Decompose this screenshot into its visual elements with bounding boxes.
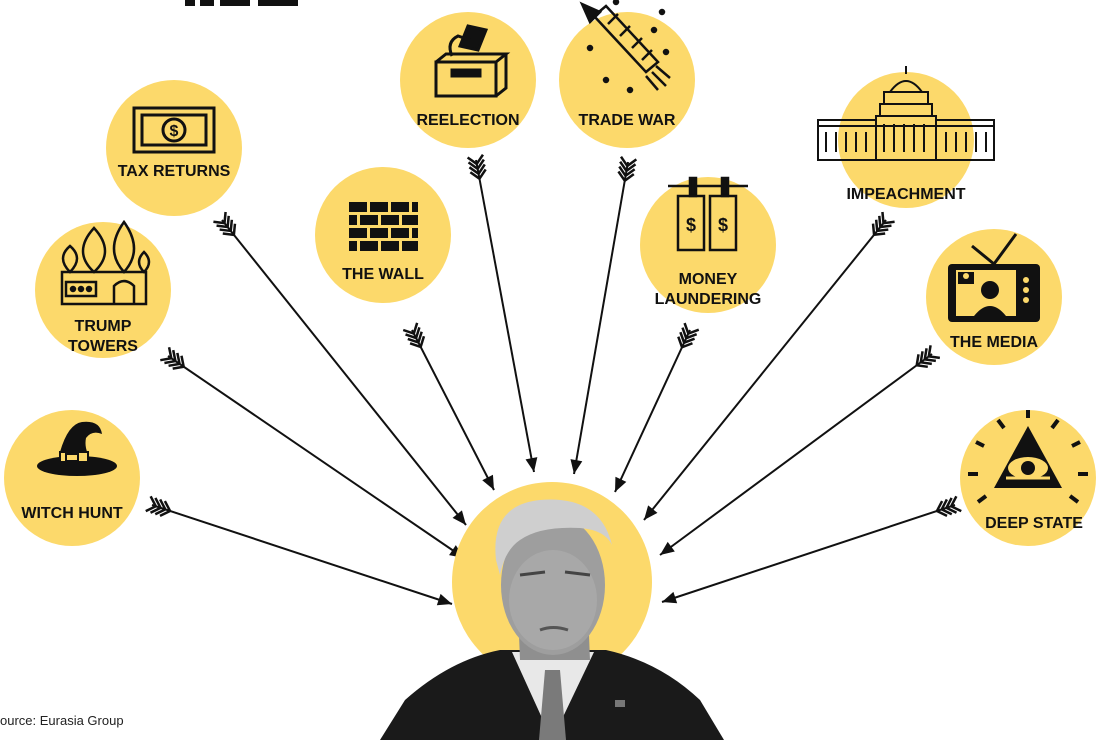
topic-circle-trade-war [559, 12, 695, 148]
topic-label-reelection: REELECTION [416, 112, 519, 129]
capitol-building-icon [817, 66, 995, 161]
topic-circle-money-laundering [640, 177, 776, 313]
arrow-head [436, 593, 452, 606]
ballot-box-icon [434, 24, 511, 98]
topic-label-the-media: THE MEDIA [950, 334, 1038, 351]
center-portrait [380, 482, 724, 740]
arrow-head [570, 459, 583, 474]
arrow-trade-war [570, 156, 638, 475]
topic-label-trade-war: TRADE WAR [579, 112, 676, 129]
arrow-head [644, 505, 658, 520]
topic-label-deep-state: DEEP STATE [985, 515, 1083, 532]
topic-label-money-laundering: MONEY [679, 271, 738, 288]
topic-circle-impeachment [838, 72, 974, 208]
arrow-head [482, 474, 494, 490]
firework-rocket-icon [579, 0, 671, 94]
onion-dome-building-icon [60, 219, 151, 306]
all-seeing-eye-pyramid-icon [968, 410, 1088, 504]
topic-label-tax-returns: TAX RETURNS [118, 163, 231, 180]
dollar-bill-icon: $ [132, 106, 216, 154]
topic-label-the-wall: THE WALL [342, 266, 424, 283]
brick-wall-icon [349, 202, 418, 251]
arrow-head [662, 591, 678, 604]
face-shading [509, 550, 597, 650]
arrows [145, 153, 962, 606]
witch-hat-icon [37, 421, 117, 476]
arrow-money-laundering [614, 322, 700, 493]
topic-label-witch-hunt: WITCH HUNT [21, 505, 123, 522]
svg-text:$: $ [686, 215, 696, 235]
topic-circle-tax-returns [106, 80, 242, 216]
arrow-witch-hunt [145, 495, 453, 606]
hair-shape [495, 499, 612, 575]
topic-label-trump-towers: TOWERS [68, 338, 138, 355]
topic-label-money-laundering: LAUNDERING [655, 291, 762, 308]
topic-circle-witch-hunt [4, 410, 140, 546]
arrow-head [525, 457, 538, 472]
topic-circle-trump-towers [35, 222, 171, 358]
arrow-deep-state [661, 495, 962, 604]
topic-labels: WITCH HUNT TRUMP TOWERS TAX RETURNS THE WALL… [21, 112, 1083, 532]
topic-icons: $ [37, 0, 1088, 504]
flag-pin [615, 700, 625, 707]
arrow-impeachment [643, 211, 895, 521]
television-news-icon [948, 233, 1040, 322]
topic-label-impeachment: IMPEACHMENT [846, 186, 965, 203]
tie-shape [539, 670, 566, 740]
arrow-the-media [659, 345, 941, 556]
arrow-head [660, 541, 675, 555]
arrow-tax-returns [213, 211, 467, 526]
arrow-reelection [466, 153, 538, 473]
svg-text:$: $ [170, 123, 179, 140]
cut-off-title-fragment [185, 0, 298, 6]
source-note: ource: Eurasia Group [0, 713, 124, 728]
arrow-the-wall [402, 322, 495, 491]
hanging-money-icon: $ $ [668, 176, 748, 252]
svg-text:$: $ [718, 215, 728, 235]
topic-label-trump-towers: TRUMP [75, 318, 132, 335]
arrow-head [615, 476, 627, 492]
arrow-trump-towers [160, 347, 465, 559]
arrow-head [452, 510, 466, 525]
topic-circle-reelection [400, 12, 536, 148]
topic-circles [4, 12, 1096, 546]
